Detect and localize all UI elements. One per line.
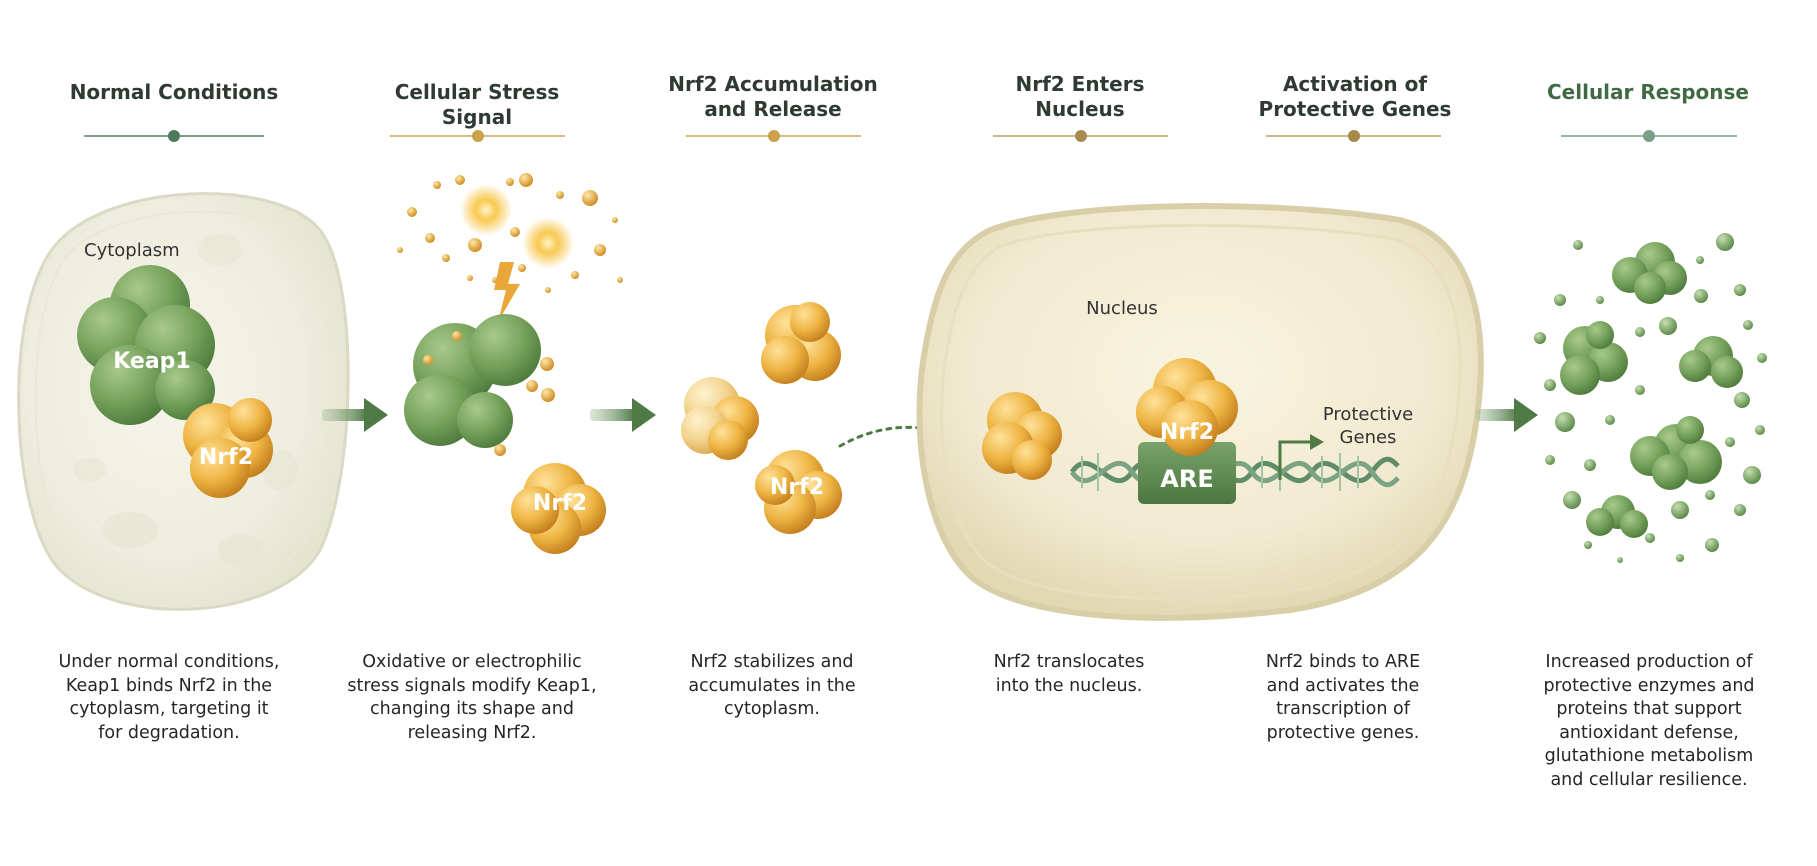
step-5-description-line-4: protective genes.: [1266, 722, 1420, 743]
step-3-divider: [686, 129, 861, 143]
step-4-title-line-1: Nrf2 Enters: [1015, 72, 1145, 96]
step-4-description-line-2: into the nucleus.: [995, 675, 1143, 696]
arrow-icon: [322, 398, 388, 432]
step-6-title-line: Cellular Response: [1546, 80, 1749, 104]
pathway-illustration: Cytoplasm Keap1 Nrf2: [17, 173, 1767, 621]
step-6-divider: [1561, 129, 1737, 143]
enzyme-cluster-2: [1560, 321, 1628, 395]
are-element: ARE: [1138, 442, 1236, 504]
arrow-icon: [1476, 398, 1538, 432]
step-6-description-line-1: Increased production of: [1545, 652, 1753, 672]
step-5-description: Nrf2 binds to ARE and activates the tran…: [1213, 651, 1473, 745]
step-1-title: Normal Conditions: [54, 80, 294, 105]
step-4-description: Nrf2 translocates into the nucleus.: [939, 651, 1199, 698]
cytoplasm-label: Cytoplasm: [84, 240, 180, 261]
nrf2-accumulated-1: [761, 302, 841, 384]
transcription-arrow-icon: [1278, 434, 1324, 480]
step-2-description: Oxidative or electrophilic stress signal…: [342, 651, 602, 745]
nucleus-label: Nucleus: [1086, 298, 1158, 319]
step-4-title-line-2: Nucleus: [1035, 97, 1125, 121]
keap1-label: Keap1: [113, 349, 190, 374]
keap1-modified: [404, 314, 555, 456]
step-1-divider: [84, 129, 264, 143]
enzyme-cluster-4: [1630, 416, 1722, 490]
nrf2-protein-released: Nrf2: [511, 463, 606, 554]
are-label: ARE: [1160, 465, 1213, 493]
step-6-description-line-6: and cellular resilience.: [1550, 769, 1748, 790]
step-1-description-line-1: Under normal conditions,: [58, 652, 280, 672]
enzyme-cluster-3: [1679, 336, 1743, 388]
enzyme-cluster-5: [1586, 495, 1648, 538]
arrow-icon: [590, 398, 656, 432]
step-3-description-line-2: accumulates in the: [688, 675, 856, 696]
step-5-description-line-1: Nrf2 binds to ARE: [1265, 652, 1421, 672]
nrf2-in-nucleus: [982, 392, 1062, 480]
protective-genes-label-line-2: Genes: [1340, 427, 1397, 448]
step-2-title: Cellular Stress Signal: [357, 80, 597, 130]
nrf2-accumulated-3: Nrf2: [755, 450, 842, 534]
step-1-description-line-2: Keap1 binds Nrf2 in the: [65, 675, 273, 696]
step-6-description-line-3: proteins that support: [1556, 699, 1742, 719]
stress-particles: [397, 173, 623, 293]
step-6-description-line-5: glutathione metabolism: [1544, 746, 1754, 766]
step-1-description: Under normal conditions, Keap1 binds Nrf…: [39, 651, 299, 745]
nrf2-label-bound: Nrf2: [199, 445, 253, 470]
step-3-title-line-2: and Release: [704, 97, 842, 121]
step-3-description-line-1: Nrf2 stabilizes and: [690, 652, 854, 672]
step-2-divider: [390, 129, 565, 143]
step-5-title-line-1: Activation of: [1282, 72, 1428, 96]
nrf2-label-accumulated: Nrf2: [770, 475, 824, 500]
enzyme-cluster-1: [1612, 242, 1687, 304]
nrf2-label-are: Nrf2: [1160, 420, 1214, 445]
step-3-title: Nrf2 Accumulation and Release: [653, 72, 893, 122]
step-2-description-line-3: changing its shape and: [370, 699, 574, 719]
step-2-title-line: Cellular Stress Signal: [394, 80, 560, 129]
step-1-description-line-3: cytoplasm, targeting it: [69, 699, 269, 719]
step-2-description-line-2: stress signals modify Keap1,: [347, 675, 597, 696]
nrf2-bound-to-are: Nrf2: [1136, 358, 1238, 456]
step-3-description-line-3: cytoplasm.: [724, 699, 820, 719]
step-5-description-line-3: transcription of: [1276, 699, 1410, 719]
step-2-description-line-4: releasing Nrf2.: [407, 722, 537, 743]
step-6-description: Increased production of protective enzym…: [1519, 651, 1779, 792]
step-6-description-line-2: protective enzymes and: [1543, 675, 1755, 696]
step-6-description-line-4: antioxidant defense,: [1559, 722, 1739, 743]
step-1-title-line: Normal Conditions: [69, 80, 279, 104]
step-4-description-line-1: Nrf2 translocates: [993, 652, 1145, 672]
step-2-description-line-1: Oxidative or electrophilic: [362, 652, 582, 672]
protective-enzymes: [1534, 233, 1767, 563]
lightning-bolt-icon: [494, 262, 520, 322]
step-5-title: Activation of Protective Genes: [1235, 72, 1475, 122]
protective-genes-label-line-1: Protective: [1323, 404, 1413, 425]
step-3-description: Nrf2 stabilizes and accumulates in the c…: [642, 651, 902, 722]
step-5-description-line-2: and activates the: [1266, 675, 1420, 696]
step-4-divider: [993, 129, 1168, 143]
step-5-title-line-2: Protective Genes: [1258, 97, 1452, 121]
step-4-title: Nrf2 Enters Nucleus: [960, 72, 1200, 122]
step-3-title-line-1: Nrf2 Accumulation: [668, 72, 878, 96]
step-5-divider: [1266, 129, 1441, 143]
keap1-protein: Keap1: [77, 265, 215, 425]
nrf2-accumulated-2: [681, 377, 759, 460]
step-6-title: Cellular Response: [1528, 80, 1768, 105]
nrf2-protein-bound: Nrf2: [183, 398, 273, 498]
step-1-description-line-4: for degradation.: [98, 722, 240, 743]
nrf2-label-released: Nrf2: [533, 491, 587, 516]
